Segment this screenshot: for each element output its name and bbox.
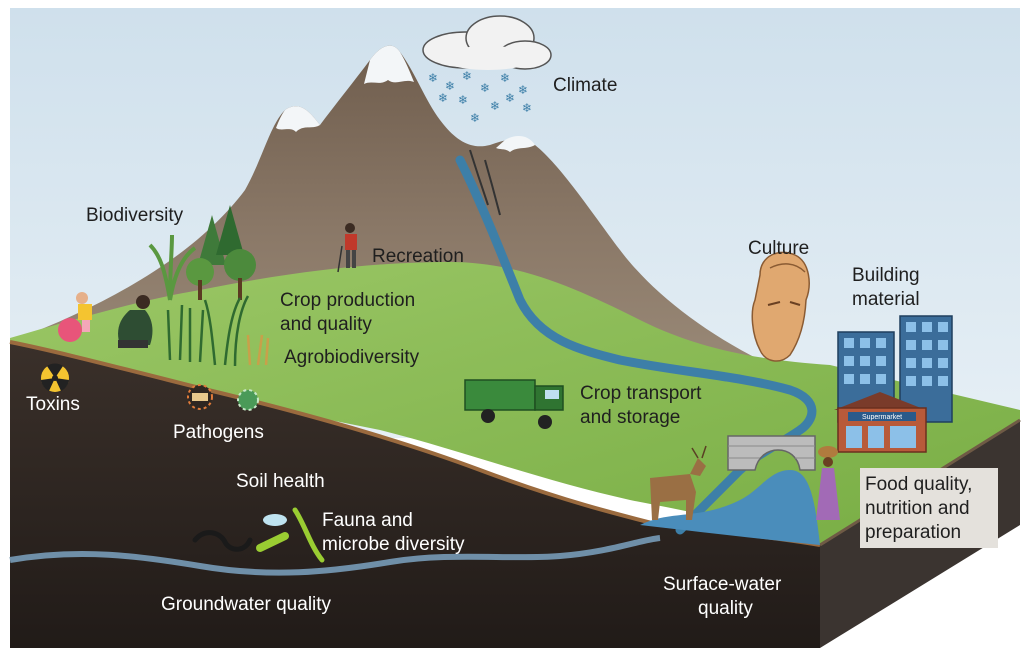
svg-text:❄: ❄: [445, 79, 455, 93]
bridge-icon: [727, 435, 816, 471]
svg-text:❄: ❄: [462, 69, 472, 83]
label-pathogens: Pathogens: [173, 422, 264, 443]
microbe-icon: [256, 507, 325, 563]
snowflake-icon: ❄❄❄ ❄❄❄ ❄❄❄ ❄❄❄: [428, 69, 532, 125]
snow-cap-left: [276, 106, 320, 132]
label-climate: Climate: [553, 75, 618, 96]
svg-text:❄: ❄: [438, 91, 448, 105]
hiker-icon: [337, 223, 357, 273]
svg-text:❄: ❄: [500, 71, 510, 85]
svg-text:❄: ❄: [490, 99, 500, 113]
river-estuary: [640, 470, 820, 545]
radiation-icon: [41, 363, 69, 392]
tree-icon: [148, 205, 256, 301]
svg-text:❄: ❄: [522, 101, 532, 115]
gardener-icon: [118, 295, 153, 348]
svg-text:❄: ❄: [505, 91, 515, 105]
earthworm-icon: [192, 530, 253, 552]
label-building-line2: material: [852, 289, 920, 310]
snow-cap-main: [364, 45, 414, 84]
label-fauna-line2: microbe diversity: [322, 534, 465, 555]
svg-text:❄: ❄: [458, 93, 468, 107]
food-quality-box: [860, 468, 998, 548]
cloud-icon: [422, 15, 552, 70]
label-food-line1: Food quality,: [865, 474, 973, 495]
supermarket-icon: [834, 392, 927, 453]
svg-text:❄: ❄: [470, 111, 480, 125]
label-groundwater: Groundwater quality: [161, 594, 332, 615]
label-crop-transport-line1: Crop transport: [580, 383, 702, 404]
truck-icon: [464, 379, 564, 429]
woman-carrying-basket-icon: [816, 446, 840, 520]
label-culture: Culture: [748, 238, 810, 259]
svg-text:❄: ❄: [480, 81, 490, 95]
label-soil-health: Soil health: [236, 471, 325, 492]
label-biodiversity: Biodiversity: [86, 205, 184, 226]
crop-icon: [166, 295, 270, 367]
label-food-line3: preparation: [865, 522, 962, 543]
river-source-a: [469, 149, 489, 206]
label-crop-line1: Crop production: [280, 290, 416, 311]
pathogen-icon: [187, 384, 259, 411]
sculpture-head-icon: [751, 251, 810, 362]
river-source-b: [484, 159, 501, 216]
label-surface-water-line1: Surface-water: [663, 574, 782, 595]
groundwater-stream: [9, 535, 661, 576]
label-surface-water-line2: quality: [698, 598, 753, 619]
label-agrobiodiversity: Agrobiodiversity: [284, 347, 420, 368]
supermarket-sign: Supermarket: [862, 414, 902, 421]
snow-cap-right: [496, 135, 535, 152]
child-with-ball-icon: [58, 292, 92, 342]
deer-icon: [650, 445, 707, 520]
svg-text:❄: ❄: [428, 71, 438, 85]
label-fauna-line1: Fauna and: [322, 510, 413, 531]
svg-text:❄: ❄: [518, 83, 528, 97]
label-toxins: Toxins: [26, 394, 80, 415]
label-food-line2: nutrition and: [865, 498, 970, 519]
label-building-line1: Building: [852, 265, 920, 286]
label-crop-transport-line2: and storage: [580, 407, 681, 428]
label-recreation: Recreation: [372, 246, 464, 267]
soil-layer: [10, 342, 820, 648]
label-crop-line2: and quality: [280, 314, 372, 335]
